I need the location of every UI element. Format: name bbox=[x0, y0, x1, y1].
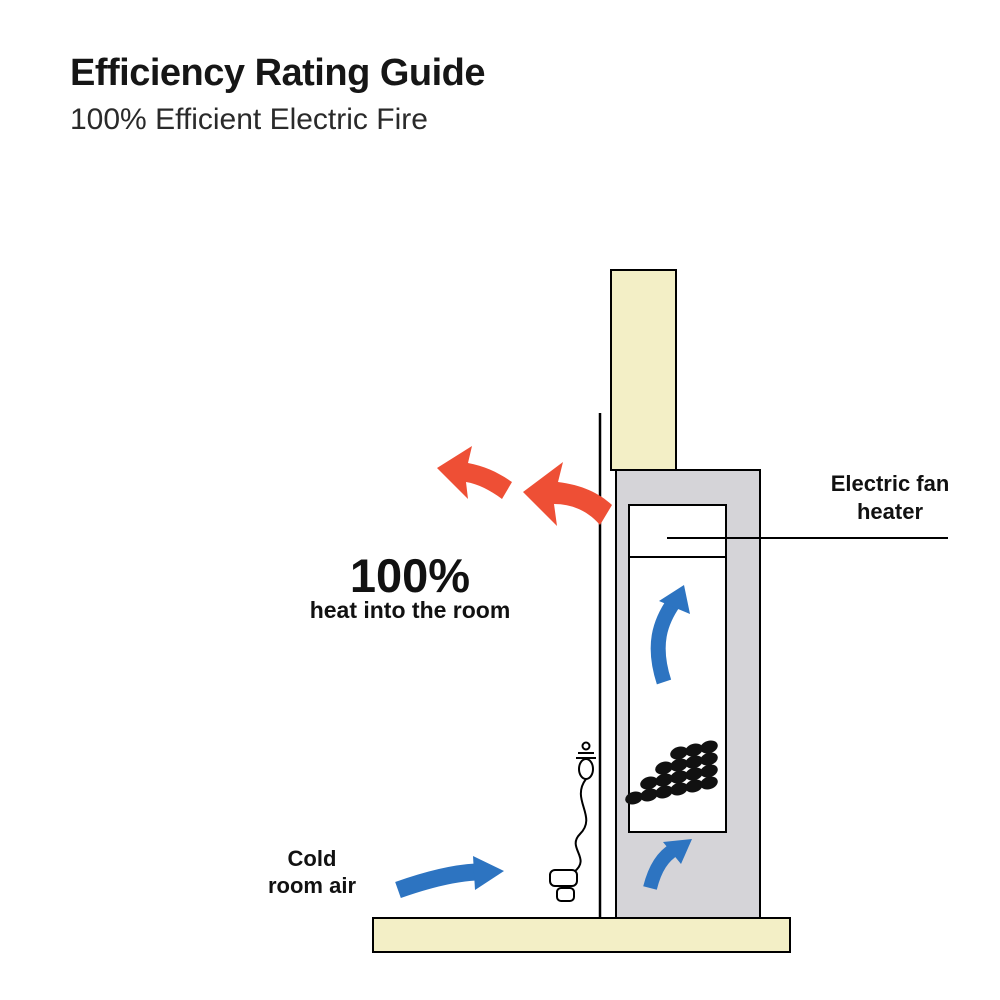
cool-air-arrow-firebox bbox=[650, 597, 681, 685]
warm-air-arrows bbox=[437, 446, 612, 526]
cold-room-air-arrow bbox=[395, 863, 477, 899]
coal bbox=[655, 773, 673, 787]
power-cable bbox=[573, 778, 588, 873]
warm-air-arrow-large bbox=[523, 462, 612, 526]
coal bbox=[640, 788, 658, 802]
power-plug bbox=[549, 869, 578, 887]
efficiency-value-label: 100% bbox=[350, 549, 470, 602]
coal bbox=[640, 776, 658, 790]
floor-slab bbox=[372, 917, 791, 953]
wall-socket bbox=[556, 887, 575, 902]
coal bbox=[670, 770, 688, 784]
fan-heater-label-line1: Electric fan bbox=[831, 471, 950, 496]
coal bbox=[685, 755, 703, 769]
efficiency-caption-label: heat into the room bbox=[310, 597, 511, 623]
page-subtitle: 100% Efficient Electric Fire bbox=[70, 103, 428, 136]
cable-finial-knob bbox=[581, 741, 591, 751]
coal bbox=[670, 746, 688, 760]
cool-air-arrowhead-base bbox=[663, 839, 692, 864]
coal bbox=[625, 791, 643, 805]
chimney-wall bbox=[610, 269, 677, 471]
cool-air-arrowhead-firebox bbox=[659, 585, 690, 614]
coal bbox=[700, 752, 718, 766]
page-title: Efficiency Rating Guide bbox=[70, 52, 486, 94]
coal bbox=[685, 743, 703, 757]
coal bbox=[700, 776, 718, 790]
coal bbox=[655, 785, 673, 799]
coal bbox=[670, 782, 688, 796]
coal bbox=[700, 764, 718, 778]
warm-air-arrow-small bbox=[437, 446, 512, 499]
coal bbox=[685, 779, 703, 793]
cool-air-arrows bbox=[395, 585, 692, 899]
cable-finial-bulb bbox=[578, 758, 594, 780]
fan-heater-label-line2: heater bbox=[857, 499, 923, 524]
coal bbox=[655, 761, 673, 775]
power-cable-assembly bbox=[549, 741, 596, 902]
coal bbox=[670, 758, 688, 772]
coals bbox=[625, 740, 718, 805]
coal bbox=[700, 740, 718, 754]
cold-room-air-arrowhead bbox=[473, 856, 504, 890]
diagram-header: Efficiency Rating Guide 100% Efficient E… bbox=[70, 52, 486, 137]
cold-air-label-line2: room air bbox=[268, 873, 356, 898]
cold-air-label-line1: Cold bbox=[288, 846, 337, 871]
coal bbox=[685, 767, 703, 781]
